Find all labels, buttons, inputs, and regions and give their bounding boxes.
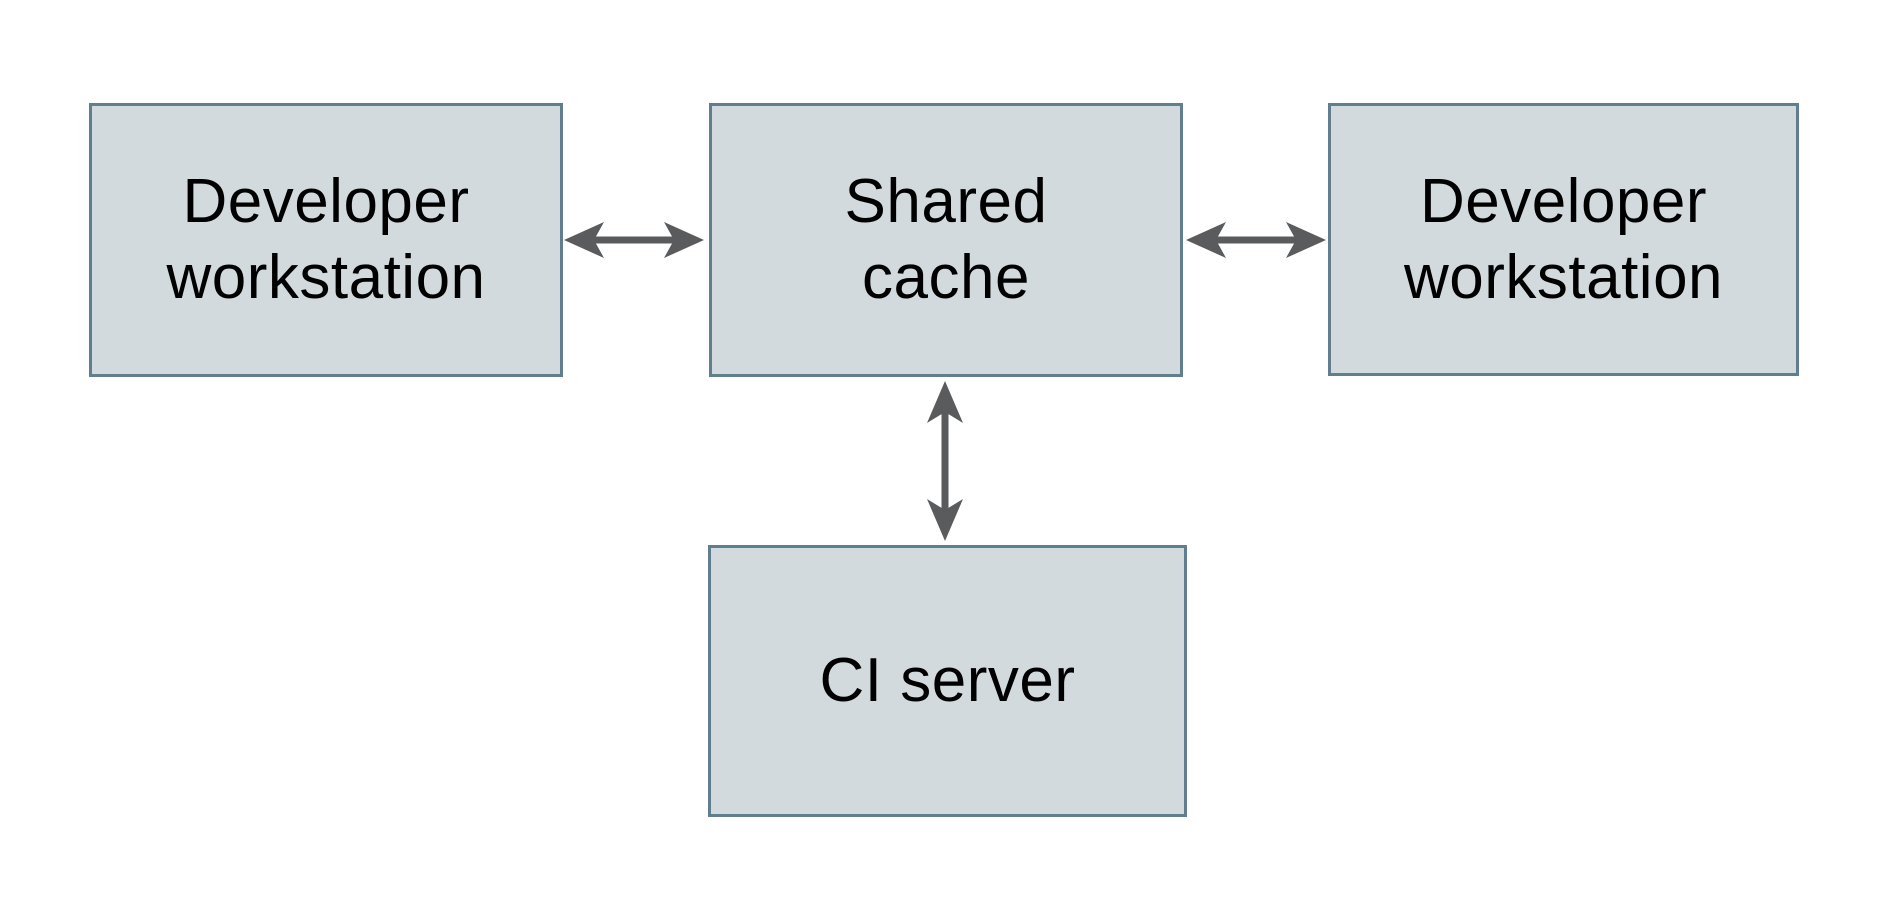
node-label-line: Developer xyxy=(1419,166,1708,236)
node-shared-cache: Shared cache xyxy=(709,103,1183,377)
node-label-line: Developer xyxy=(182,167,470,236)
node-label-line: workstation xyxy=(1403,242,1724,312)
node-label-line: Shared xyxy=(844,167,1048,236)
double-arrow-icon xyxy=(562,218,706,262)
node-ci-server: CI server xyxy=(708,545,1187,817)
node-label-line: CI server xyxy=(819,646,1076,715)
double-arrow-icon xyxy=(923,379,967,543)
node-developer-workstation-right: Developer workstation xyxy=(1328,103,1799,376)
node-label-line: cache xyxy=(862,243,1030,312)
node-label-line: workstation xyxy=(166,243,486,312)
double-arrow-icon xyxy=(1184,218,1328,262)
node-developer-workstation-left: Developer workstation xyxy=(89,103,563,377)
